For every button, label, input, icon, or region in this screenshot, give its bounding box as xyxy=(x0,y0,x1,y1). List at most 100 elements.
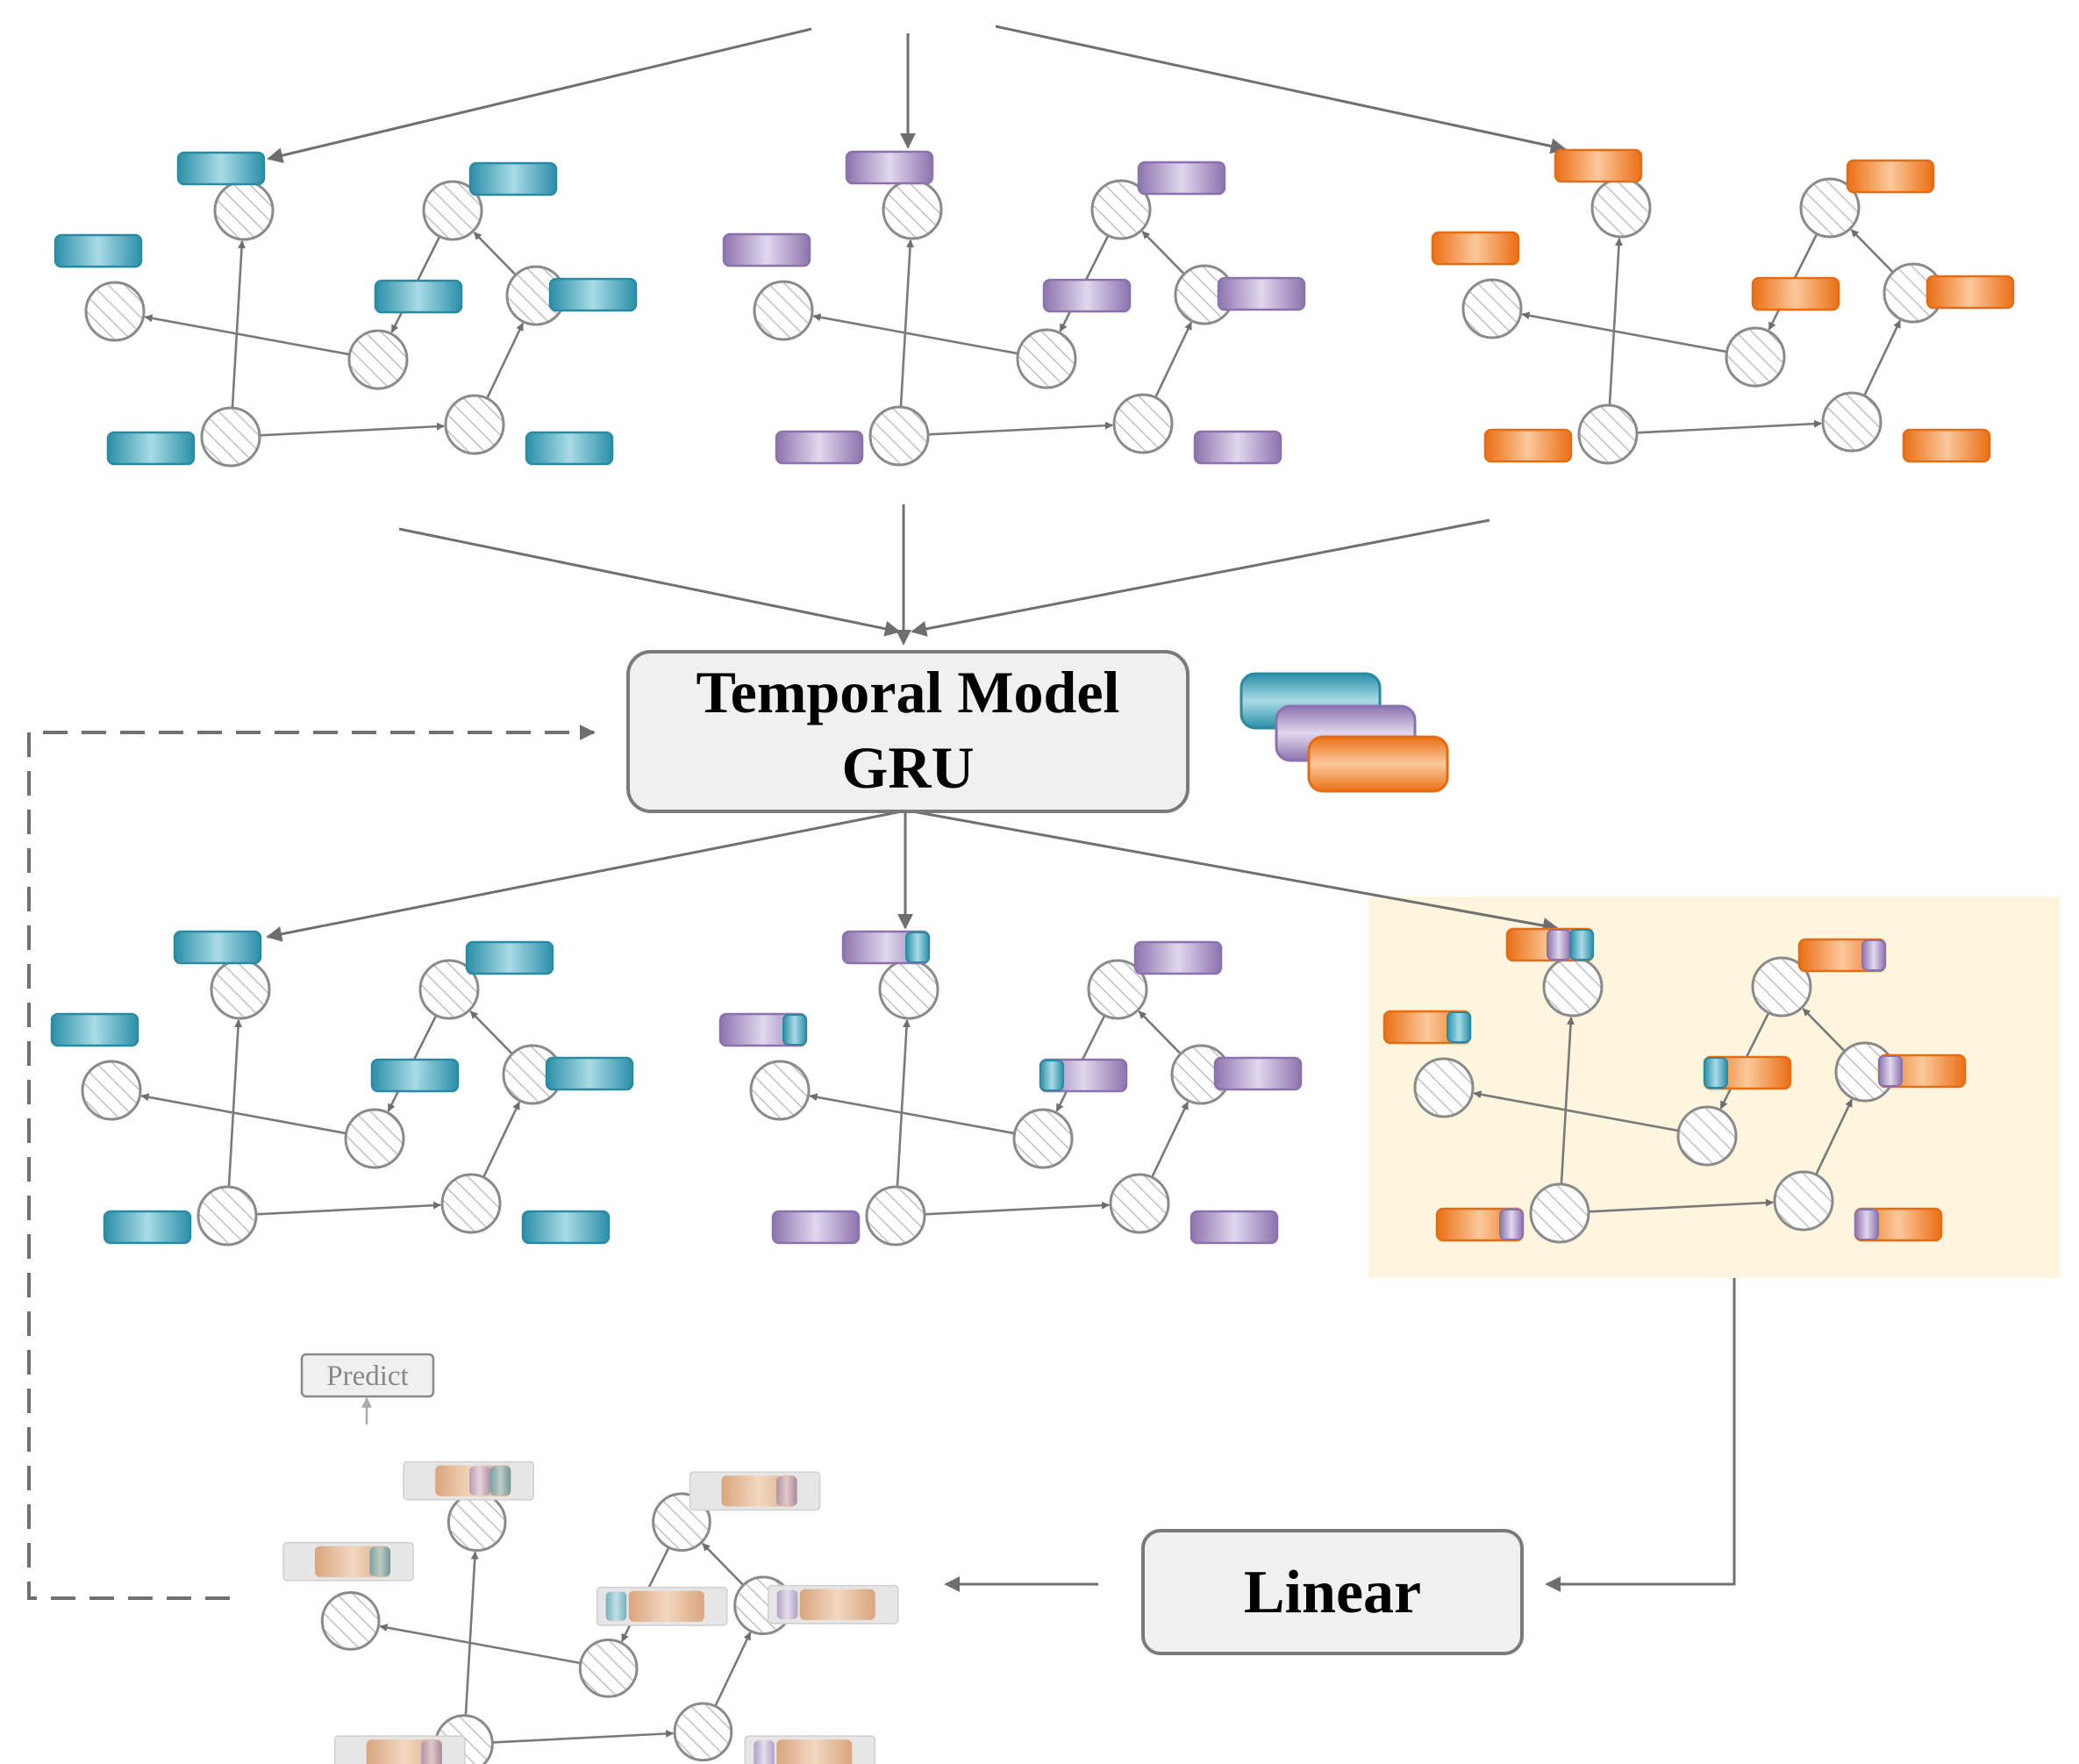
node-feature-bar xyxy=(1213,1056,1303,1091)
graph-node xyxy=(422,180,483,241)
graph-node xyxy=(1725,326,1786,388)
prediction-segment xyxy=(369,1546,391,1576)
graph-edge xyxy=(259,422,445,437)
graph-edge xyxy=(1151,1101,1190,1178)
graph-edge xyxy=(482,1101,521,1178)
graph-node xyxy=(1821,391,1883,453)
graph-node xyxy=(1542,956,1604,1018)
aggregated-segment xyxy=(1447,1011,1471,1043)
node-feature-bar xyxy=(548,277,638,312)
prediction-segment xyxy=(489,1466,511,1496)
predict-box: Predict xyxy=(300,1353,435,1398)
node-feature-bar xyxy=(1483,428,1573,463)
graph-node xyxy=(1087,959,1148,1020)
graph-node xyxy=(200,406,261,468)
graph-node xyxy=(749,1060,811,1121)
graph-node xyxy=(418,959,480,1020)
arrow-gru-out-3 xyxy=(911,810,1559,933)
aggregated-segment xyxy=(782,1014,807,1046)
graph-node xyxy=(882,179,943,240)
graph-node xyxy=(1090,179,1152,240)
graph-node xyxy=(1112,393,1174,454)
aggregated-segment xyxy=(1569,929,1594,961)
node-feature-bar xyxy=(1846,159,1935,194)
temporal-model-subtitle: GRU xyxy=(841,734,974,801)
graph-edge xyxy=(1560,1017,1575,1185)
node-feature-bar xyxy=(465,940,554,975)
prediction-segment xyxy=(754,1740,775,1764)
graph-snapshot-input-2 xyxy=(722,150,1306,467)
graph-node xyxy=(1413,1057,1475,1118)
graph-edge xyxy=(1850,229,1894,274)
aggregated-segment xyxy=(905,932,930,963)
aggregated-segment xyxy=(1547,929,1571,961)
graph-edge xyxy=(1588,1198,1774,1213)
node-feature-bar xyxy=(525,431,614,466)
arrow-input-3 xyxy=(995,25,1567,154)
node-feature-bar xyxy=(468,161,558,196)
graph-edge xyxy=(140,1093,346,1135)
linear-label: Linear xyxy=(1244,1559,1421,1626)
node-feature-bar xyxy=(521,1210,611,1245)
linear-box: Linear xyxy=(1141,1529,1524,1655)
graph-node xyxy=(1751,956,1812,1018)
graph-snapshot-input-3 xyxy=(1431,148,2015,465)
node-feature-bar xyxy=(54,233,143,268)
aggregated-segment xyxy=(1854,1209,1879,1240)
arrow-input-1 xyxy=(267,27,812,163)
graph-edge xyxy=(227,1019,242,1188)
graph-snapshot-input-1 xyxy=(54,151,638,468)
graph-edge xyxy=(144,314,350,356)
node-feature-bar xyxy=(374,279,463,314)
node-feature-bar xyxy=(176,151,266,186)
aggregated-segment xyxy=(1499,1209,1524,1240)
arrow-to-gru-3 xyxy=(911,518,1490,637)
graph-edge xyxy=(1815,1098,1854,1175)
node-feature-bar xyxy=(771,1210,861,1245)
graph-edge xyxy=(812,313,1018,355)
graph-edge xyxy=(486,322,525,399)
graph-edge xyxy=(927,421,1113,436)
arrow-to-gru-1 xyxy=(398,527,901,637)
arrow-feedback-loop xyxy=(27,725,596,1600)
graph-edge xyxy=(1863,319,1902,396)
prediction-bar xyxy=(776,1739,853,1764)
flow-arrows xyxy=(27,25,1736,1600)
graph-prediction xyxy=(282,1460,899,1764)
graph-edge xyxy=(1473,1090,1679,1132)
node-feature-bar xyxy=(1193,430,1282,465)
graph-edge xyxy=(899,239,914,408)
arrow-to-linear xyxy=(1545,1278,1736,1592)
node-feature-bar xyxy=(775,430,864,465)
graph-node xyxy=(210,959,271,1020)
aggregated-segment xyxy=(1704,1057,1728,1089)
graph-edge xyxy=(809,1093,1015,1135)
arrow-gru-out-1 xyxy=(266,810,903,942)
node-feature-bar xyxy=(1431,231,1520,266)
graph-snapshot-output-2 xyxy=(718,930,1303,1246)
aggregated-segment xyxy=(1040,1060,1064,1091)
node-feature-bar xyxy=(545,1056,634,1091)
graph-edge xyxy=(379,1624,582,1665)
temporal-model-box: Temporal Model GRU xyxy=(626,650,1190,813)
prediction-segment xyxy=(469,1466,490,1496)
graph-edge xyxy=(492,1729,675,1744)
graph-node xyxy=(213,180,275,241)
graph-node xyxy=(447,1492,507,1553)
node-feature-bar xyxy=(1751,276,1840,311)
graph-edge xyxy=(924,1201,1110,1216)
node-feature-bar xyxy=(1902,428,1991,463)
graph-node xyxy=(1590,177,1652,239)
graph-node xyxy=(347,329,409,390)
graph-node xyxy=(673,1702,733,1762)
graph-edge xyxy=(464,1551,479,1716)
graph-edge xyxy=(473,232,517,276)
graph-edge xyxy=(469,1011,513,1055)
graph-node xyxy=(444,394,505,455)
prediction-segment xyxy=(605,1591,627,1621)
graph-node xyxy=(1577,404,1639,465)
node-feature-bar xyxy=(103,1210,192,1245)
graph-edge xyxy=(1154,321,1193,398)
graph-node xyxy=(1529,1182,1590,1244)
prediction-bar xyxy=(628,1590,704,1622)
